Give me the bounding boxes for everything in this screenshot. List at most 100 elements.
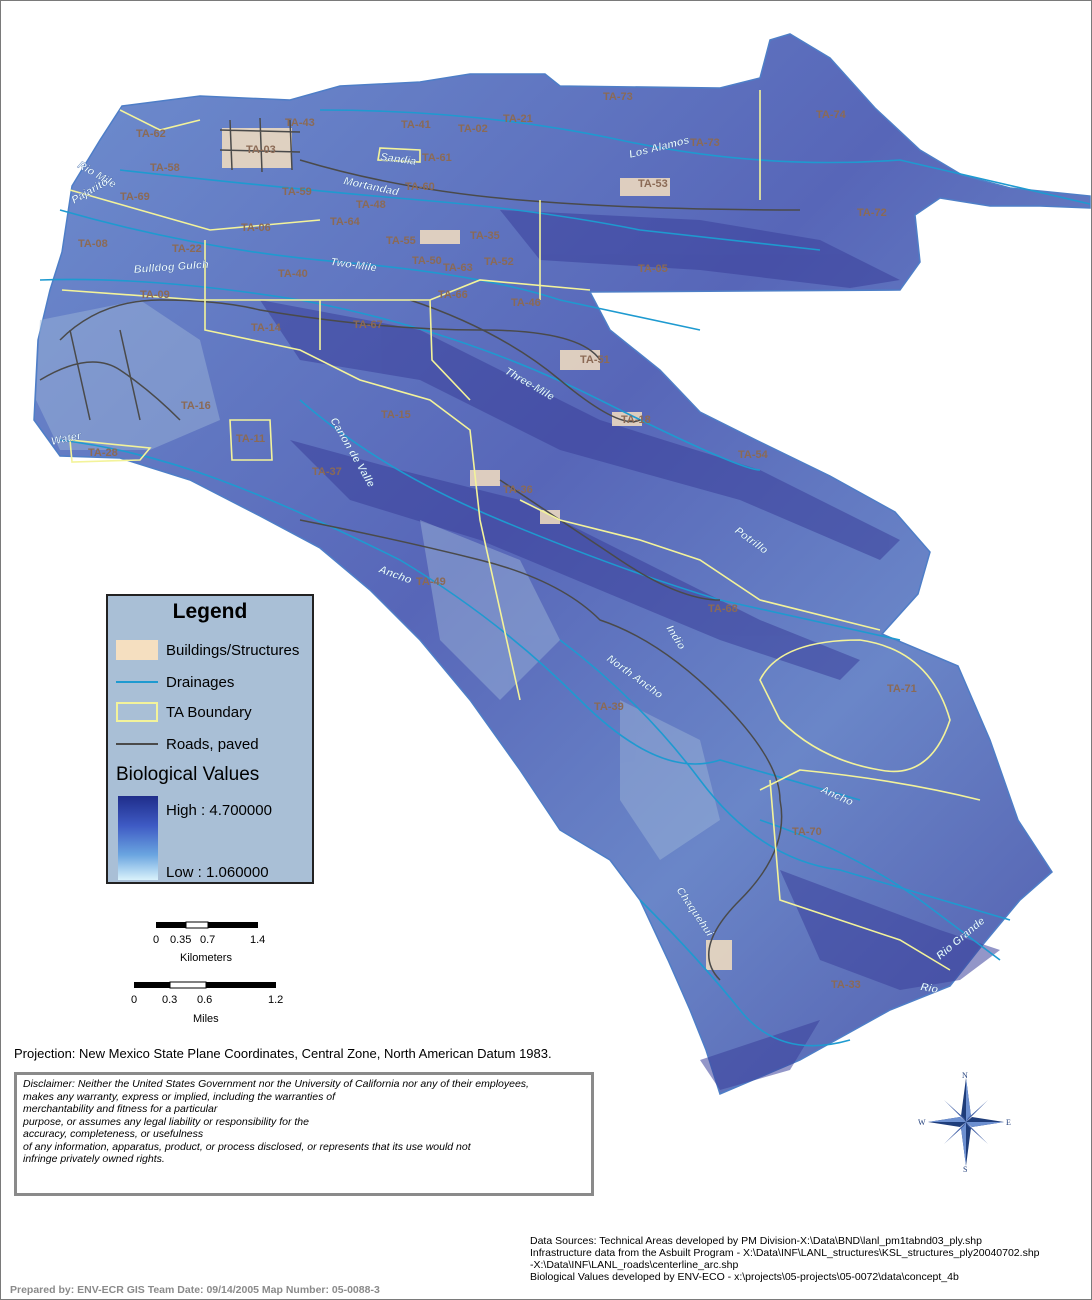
scalebar-mi-tick-1: 0.3 — [162, 994, 178, 1006]
disclaimer-lead: Disclaimer: — [23, 1078, 75, 1090]
ta-label: TA-40 — [278, 268, 308, 280]
scalebar-km-tick-0: 0 — [153, 934, 160, 946]
ta-label: TA-49 — [416, 576, 446, 588]
legend-label-drainages: Drainages — [166, 674, 235, 691]
ta-label: TA-08 — [78, 238, 108, 250]
legend-item-ta-boundary: TA Boundary — [108, 702, 312, 724]
ta-label: TA-68 — [708, 603, 738, 615]
scalebar-mi — [134, 981, 276, 989]
ta-label: TA-62 — [136, 128, 166, 140]
projection-note: Projection: New Mexico State Plane Coord… — [14, 1046, 552, 1061]
ta-label: TA-41 — [401, 119, 431, 131]
ta-label: TA-28 — [88, 447, 118, 459]
legend-high-label: High : 4.700000 — [166, 802, 272, 819]
ta-label: TA-72 — [857, 207, 887, 219]
disclaimer-line-1: Neither the United States Government nor… — [74, 1078, 529, 1090]
disclaimer-line-3: merchantability and fitness for a partic… — [23, 1103, 218, 1115]
ta-label: TA-21 — [503, 113, 533, 125]
ta-label: TA-59 — [282, 186, 312, 198]
scalebar-mi-tick-0: 0 — [131, 994, 138, 1006]
ta-label: TA-71 — [887, 683, 917, 695]
ta-label: TA-55 — [386, 235, 416, 247]
high-value-bands — [260, 210, 1000, 1090]
scalebar-km-tick-2: 0.7 — [200, 934, 216, 946]
compass-east-label: E — [1006, 1118, 1011, 1127]
ta-label: TA-63 — [443, 262, 473, 274]
legend-panel: Legend Buildings/Structures Drainages TA… — [106, 594, 314, 884]
compass-south-label: S — [963, 1165, 967, 1172]
ta-label: TA-67 — [353, 319, 383, 331]
legend-bio-title: Biological Values — [116, 764, 260, 785]
roads-layer — [39, 117, 801, 981]
compass-north-label: N — [962, 1072, 968, 1080]
ta-label: TA-39 — [594, 701, 624, 713]
ta-label: TA-33 — [831, 979, 861, 991]
scalebar-km-unit: Kilometers — [180, 952, 232, 964]
disclaimer-line-6: of any information, apparatus, product, … — [23, 1140, 471, 1153]
ta-label: TA-73 — [690, 137, 720, 149]
ta-label: TA-37 — [312, 466, 342, 478]
ta-label: TA-43 — [285, 117, 315, 129]
data-sources: Data Sources: Technical Areas developed … — [530, 1235, 1040, 1283]
legend-label-ta-boundary: TA Boundary — [166, 704, 252, 721]
drainages-layer — [39, 109, 1091, 1047]
data-source-line: Data Sources: Technical Areas developed … — [530, 1235, 982, 1247]
ta-label: TA-14 — [251, 322, 282, 334]
disclaimer-line-5: accuracy, completeness, or usefulness — [23, 1128, 204, 1140]
ta-label: TA-18 — [621, 414, 651, 426]
disclaimer-line-2: makes any warranty, express or implied, … — [23, 1090, 336, 1103]
prepared-by-footer: Prepared by: ENV-ECR GIS Team Date: 09/1… — [10, 1284, 380, 1296]
disclaimer-line-4: purpose, or assumes any legal liability … — [23, 1115, 309, 1128]
data-source-line: Infrastructure data from the Asbuilt Pro… — [530, 1247, 1040, 1259]
ta-label: TA-03 — [246, 144, 276, 156]
ta-boundaries-layer — [61, 90, 981, 971]
data-source-line: -X:\Data\INF\LANL_roads\centerline_arc.s… — [530, 1259, 739, 1271]
ta-label: TA-73 — [603, 91, 633, 103]
ta-label: TA-05 — [638, 263, 668, 275]
data-source-line: Biological Values developed by ENV-ECO -… — [530, 1271, 959, 1283]
legend-item-roads: Roads, paved — [108, 734, 312, 756]
ta-label: TA-16 — [181, 400, 211, 412]
legend-title: Legend — [172, 600, 248, 623]
buildings-layer — [222, 128, 732, 970]
ta-label: TA-36 — [503, 484, 533, 496]
ta-label: TA-69 — [120, 191, 150, 203]
scalebar-mi-tick-3: 1.2 — [268, 994, 284, 1006]
ta-label: TA-15 — [381, 409, 411, 421]
ta-label: TA-35 — [470, 230, 500, 242]
ta-label: TA-64 — [330, 216, 361, 228]
drainage-label: Rio — [919, 981, 939, 996]
ta-label: TA-50 — [412, 255, 442, 267]
ta-label: TA-48 — [356, 199, 386, 211]
scalebar-km-tick-1: 0.35 — [170, 934, 192, 946]
legend-label-roads: Roads, paved — [166, 736, 259, 753]
ta-label: TA-02 — [458, 123, 488, 135]
legend-low-label: Low : 1.060000 — [166, 864, 269, 881]
legend-item-buildings: Buildings/Structures — [108, 640, 312, 662]
drainage-label: Sandia — [380, 151, 417, 168]
ta-label: TA-52 — [484, 256, 514, 268]
scalebar-mi-unit: Miles — [193, 1013, 219, 1025]
disclaimer-box: Disclaimer: Neither the United States Go… — [14, 1072, 594, 1196]
ta-label: TA-60 — [405, 181, 435, 193]
disclaimer-line-7: infringe privately owned rights. — [23, 1153, 165, 1165]
ta-label: TA-61 — [422, 152, 452, 164]
ta-label: TA-66 — [438, 289, 468, 301]
drainage-label: Bulldog Gulch — [133, 259, 209, 276]
legend-item-drainages: Drainages — [108, 672, 312, 694]
scalebar-km — [156, 921, 258, 929]
legend-label-buildings: Buildings/Structures — [166, 642, 300, 659]
ta-label: TA-70 — [792, 826, 822, 838]
legend-swatch-ta-boundary — [116, 702, 158, 722]
ta-label: TA-46 — [511, 297, 541, 309]
ta-label: TA-54 — [738, 449, 769, 461]
legend-swatch-roads — [116, 734, 158, 754]
ta-label: TA-53 — [638, 178, 668, 190]
compass-west-label: W — [918, 1118, 926, 1127]
ta-label: TA-74 — [816, 109, 847, 121]
ta-label: TA-09 — [140, 289, 170, 301]
scalebar-mi-tick-2: 0.6 — [197, 994, 213, 1006]
